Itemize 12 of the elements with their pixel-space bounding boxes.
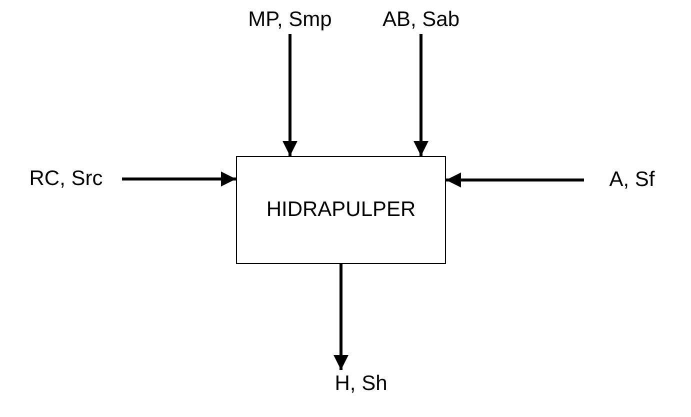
- flow-label: AB, Sab: [371, 6, 471, 34]
- arrow: [414, 34, 428, 156]
- arrow: [122, 172, 236, 186]
- arrow: [334, 264, 348, 370]
- flow-label: RC, Src: [10, 165, 122, 193]
- flow-label: A, Sf: [584, 166, 680, 194]
- process-label: HIDRAPULPER: [266, 197, 416, 224]
- process-box: [236, 156, 446, 264]
- flow-label: MP, Smp: [240, 6, 340, 34]
- arrow: [282, 34, 298, 156]
- arrow: [446, 172, 584, 188]
- flow-label: H, Sh: [311, 370, 411, 398]
